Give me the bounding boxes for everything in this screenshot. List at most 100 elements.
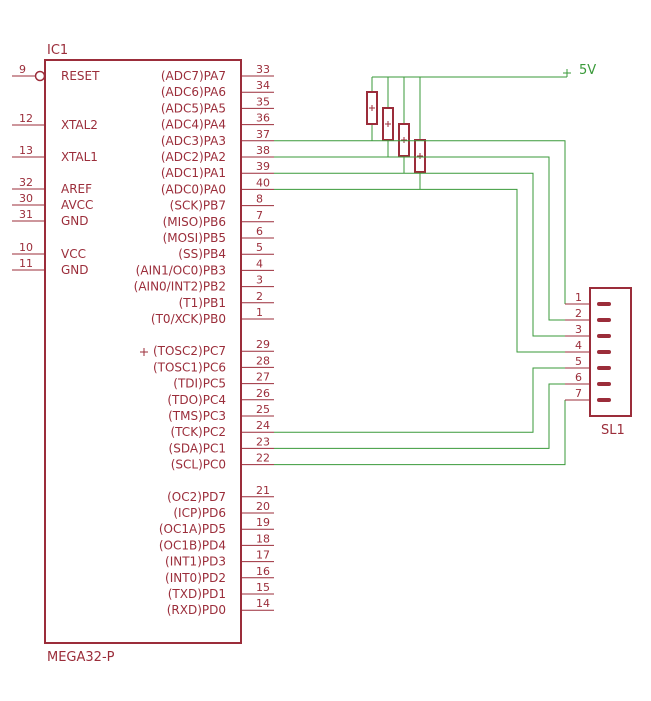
wire-pc-to-sl1-7: [274, 400, 566, 466]
ic1-pin--adc3-pa3-37: 37(ADC3)PA3: [161, 128, 274, 148]
sl1-pin-6: 6: [565, 371, 611, 386]
sl1-contact: [597, 382, 611, 386]
ic1-pin--tms-pc3-25: 25(TMS)PC3: [168, 403, 274, 423]
sl1-contact: [597, 302, 611, 306]
pin-label: (T1)PB1: [179, 296, 226, 310]
pin-number: 2: [256, 290, 263, 303]
ic1-pin--t0-xck-pb0-1: 1(T0/XCK)PB0: [151, 306, 274, 326]
pin-label: (TOSC1)PC6: [153, 360, 226, 374]
sl1-pin-4: 4: [565, 339, 611, 354]
pin-label: XTAL2: [61, 118, 98, 132]
ic1-pin--adc6-pa6-34: 34 (ADC6)PA6: [161, 79, 274, 99]
pin-number: 32: [19, 176, 33, 189]
ic1-pin-aref-32: 32 AREF: [12, 176, 92, 196]
sl1-pin-5: 5: [565, 355, 611, 370]
pullup-resistor-array: [366, 77, 426, 190]
pin-number: 13: [19, 144, 33, 157]
pin-number: 35: [256, 95, 270, 108]
pin-number: 33: [256, 63, 270, 76]
wire-pa-to-sl1-1: [274, 140, 566, 304]
pin-label: (OC2)PD7: [167, 490, 226, 504]
pin-label: (ADC5)PA5: [161, 101, 226, 115]
ic1-pin--adc0-pa0-40: 40(ADC0)PA0: [161, 176, 274, 196]
pin-number: 9: [19, 63, 26, 76]
ic1-pin--mosi-pb5-6: 6 (MOSI)PB5: [163, 225, 274, 245]
pin-label: (INT0)PD2: [165, 571, 226, 585]
pin-number: 4: [575, 339, 582, 352]
pin-label: (MOSI)PB5: [163, 231, 226, 245]
pin-number: 12: [19, 112, 33, 125]
pin-label: (TXD)PD1: [168, 587, 226, 601]
ic1-pin--adc2-pa2-38: 38 (ADC2)PA2: [161, 144, 274, 164]
ic1-pin-avcc-30: 30 AVCC: [12, 192, 93, 212]
pin-number: 34: [256, 79, 270, 92]
pin-label: GND: [61, 214, 89, 228]
pin-number: 28: [256, 354, 270, 367]
pin-label: (INT1)PD3: [165, 555, 226, 569]
sl1-contact: [597, 334, 611, 338]
ic1-pin--scl-pc0-22: 22(SCL)PC0: [171, 452, 274, 472]
pullup-resistor-3: [398, 77, 410, 174]
pin-number: 6: [256, 225, 263, 238]
ic1-pin-xtal2-12: 12 XTAL2: [12, 112, 98, 132]
ic1-pin--adc5-pa5-35: 35 (ADC5)PA5: [161, 95, 274, 115]
pin-number: 8: [256, 193, 263, 206]
pin-label: (ADC2)PA2: [161, 150, 226, 164]
pin-number: 39: [256, 160, 270, 173]
pin-label: (AIN0/INT2)PB2: [134, 280, 226, 294]
pin-number: 15: [256, 581, 270, 594]
ic1-pin--oc1a-pd5-19: 19 (OC1A)PD5: [159, 516, 274, 536]
pin-number: 3: [256, 274, 263, 287]
pin-number: 5: [575, 355, 582, 368]
pin-label: (ADC7)PA7: [161, 69, 226, 83]
pin-label: (ADC1)PA1: [161, 166, 226, 180]
supply-5v-rail: 5V: [372, 63, 596, 78]
ic1-pin--ss-pb4-5: 5(SS)PB4: [178, 241, 274, 261]
pin-number: 20: [256, 500, 270, 513]
pin-number: 10: [19, 241, 33, 254]
ic1-pin-reset-9: 9 RESET: [12, 63, 100, 83]
pin-number: 38: [256, 144, 270, 157]
pin-number: 21: [256, 484, 270, 497]
ic1-pin--tdo-pc4-26: 26(TDO)PC4: [167, 387, 274, 407]
ic1-pin--adc7-pa7-33: 33 (ADC7)PA7: [161, 63, 274, 83]
pin-label: AVCC: [61, 198, 93, 212]
pin-label: AREF: [61, 182, 92, 196]
pin-number: 30: [19, 192, 33, 205]
pin-number: 14: [256, 597, 270, 610]
pin-label: (ADC0)PA0: [161, 182, 226, 196]
pin-label: (SCK)PB7: [170, 199, 226, 213]
pin-number: 4: [256, 257, 263, 270]
pin-number: 29: [256, 338, 270, 351]
pin-number: 3: [575, 323, 582, 336]
ic1-pin--sck-pb7-8: 8 (SCK)PB7: [170, 193, 274, 213]
sl1-contact: [597, 350, 611, 354]
ic1-ref-label: IC1: [47, 43, 68, 58]
sl1-contact: [597, 398, 611, 402]
pin-label: (ADC6)PA6: [161, 85, 226, 99]
sl1-contact: [597, 366, 611, 370]
ic1-pin--ain0-int2-pb2-3: 3 (AIN0/INT2)PB2: [134, 274, 274, 294]
ic1-pin--sda-pc1-23: 23(SDA)PC1: [169, 435, 274, 455]
pin-label: GND: [61, 263, 89, 277]
pin-label: RESET: [61, 69, 100, 83]
ic1-pin--miso-pb6-7: 7(MISO)PB6: [163, 209, 274, 229]
ic1-value-label: MEGA32-P: [47, 650, 115, 665]
pin-label: (ADC4)PA4: [161, 118, 226, 132]
pin-number: 1: [256, 306, 263, 319]
pin-label: XTAL1: [61, 150, 98, 164]
pin-label: (OC1A)PD5: [159, 522, 226, 536]
ic1-pin--ain1-oc0-pb3-4: 4 (AIN1/OC0)PB3: [136, 257, 274, 277]
ic1-pin--adc4-pa4-36: 36(ADC4)PA4: [161, 112, 274, 132]
pin-number: 22: [256, 452, 270, 465]
pin-number: 19: [256, 516, 270, 529]
wire-pc-to-sl1-6: [274, 383, 565, 449]
reset-inversion-bubble: [34, 70, 46, 82]
ic1-right-pins: 33(ADC7)PA734(ADC6)PA635(ADC5)PA536(ADC4…: [134, 63, 274, 617]
pin-label: (AIN1/OC0)PB3: [136, 263, 226, 277]
pin-number: 24: [256, 419, 270, 432]
signal-wires: [274, 140, 566, 466]
